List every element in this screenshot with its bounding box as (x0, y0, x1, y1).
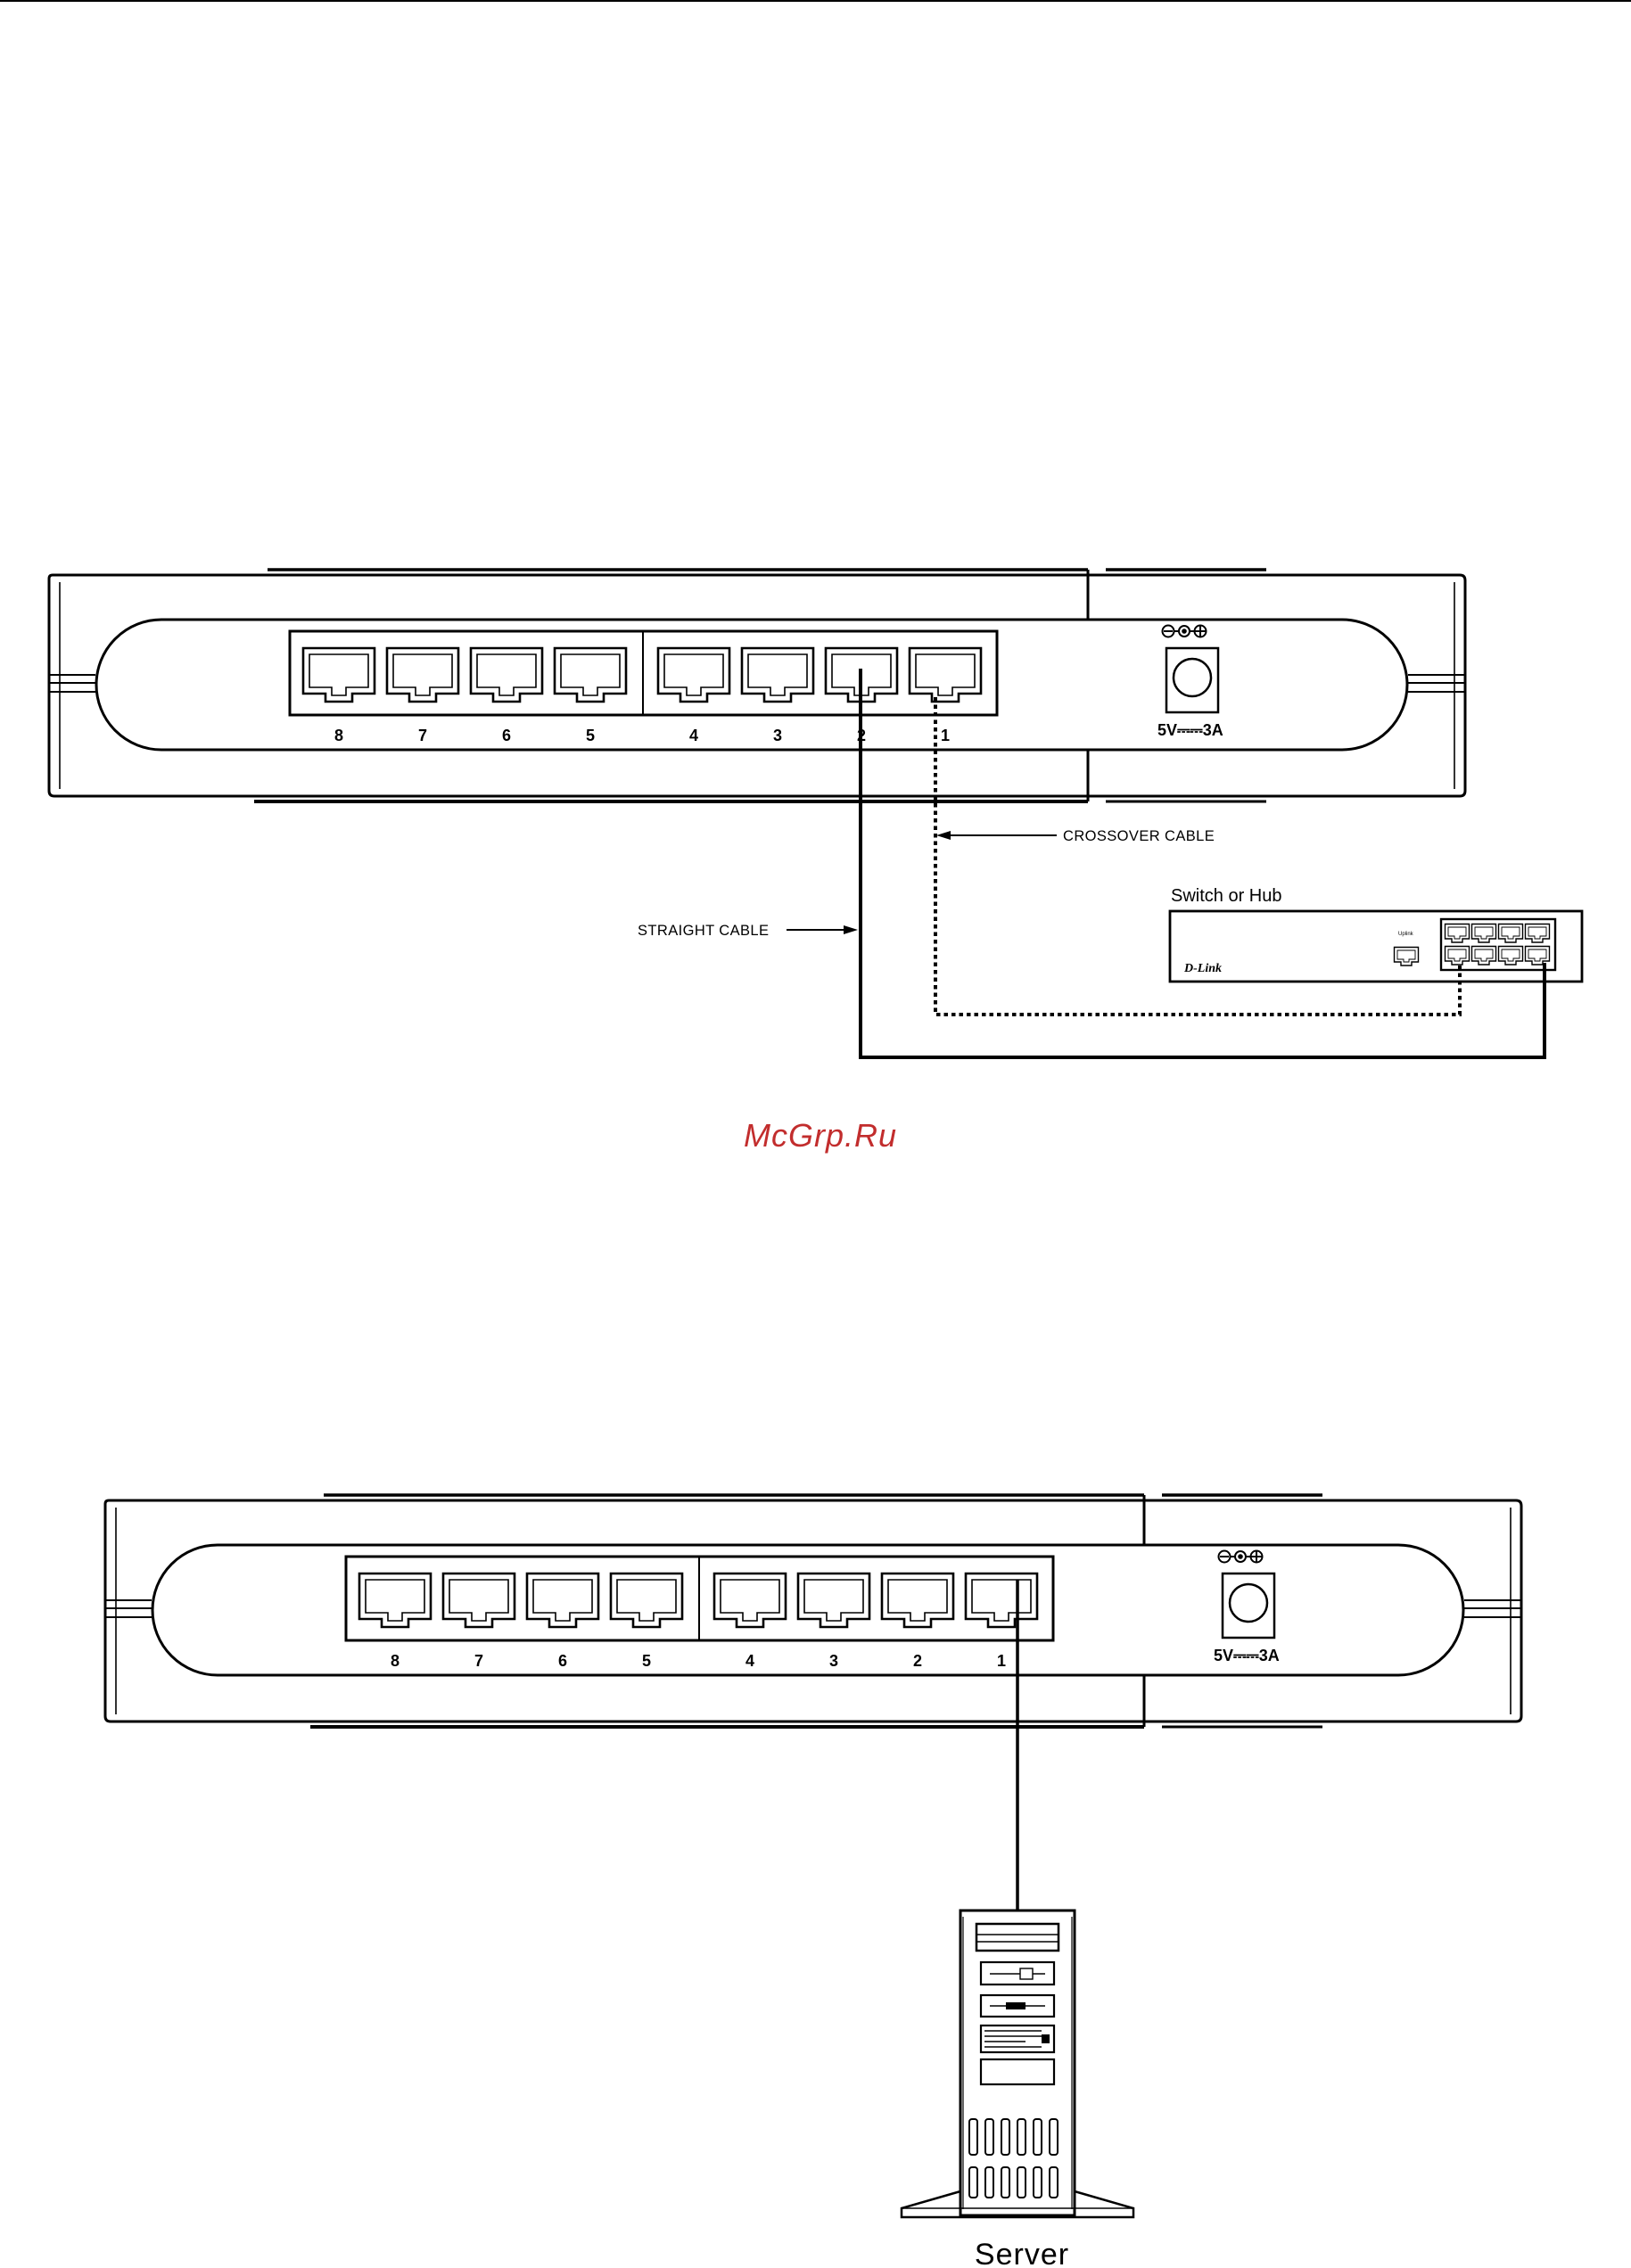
port-label-1: 1 (997, 1652, 1006, 1670)
hub-uplink-label: Uplink (1398, 932, 1414, 937)
rj45-port-icon (49, 570, 1465, 801)
crossover-cable-label: CROSSOVER CABLE (1063, 828, 1215, 844)
hub-brand: D-Link (1183, 962, 1222, 975)
switch-front-panel-2: 8 7 6 5 4 3 2 1 5V⎓⎓3A (105, 1495, 1521, 1727)
crossover-arrow-icon (936, 831, 1057, 840)
port-label-1: 1 (941, 727, 950, 744)
straight-arrow-icon (787, 925, 858, 934)
diagram-2: 8 7 6 5 4 3 2 1 5V⎓⎓3A (105, 1495, 1521, 2268)
straight-cable-label: STRAIGHT CABLE (638, 923, 769, 939)
port-label-6: 6 (502, 727, 511, 744)
port-label-3: 3 (829, 1652, 838, 1670)
port-label-4: 4 (745, 1652, 754, 1670)
watermark: McGrp.Ru (744, 1117, 897, 1154)
hub-uplink-port-icon (1395, 948, 1419, 966)
hub-title: Switch or Hub (1171, 886, 1282, 906)
server-label: Server (975, 2238, 1069, 2268)
port-label-5: 5 (586, 727, 595, 744)
port-label-7: 7 (474, 1652, 483, 1670)
port-label-6: 6 (558, 1652, 567, 1670)
port-label-3: 3 (773, 727, 782, 744)
port-label-7: 7 (418, 727, 427, 744)
port-label-4: 4 (689, 727, 698, 744)
power-rating: 5V⎓⎓3A (1157, 721, 1223, 739)
switch-front-panel: 8 7 6 5 4 3 2 1 5V⎓⎓3A (49, 570, 1465, 801)
power-rating: 5V⎓⎓3A (1214, 1647, 1280, 1664)
diagram-1: 8 7 6 5 4 3 2 1 5V⎓⎓3A CROSSOVER CABLE S… (49, 570, 1582, 1057)
port-label-8: 8 (334, 727, 343, 744)
switch-or-hub: D-Link Uplink (1170, 911, 1582, 982)
server-tower-icon (902, 1911, 1133, 2217)
port-label-5: 5 (642, 1652, 651, 1670)
port-label-2: 2 (913, 1652, 922, 1670)
port-label-8: 8 (391, 1652, 400, 1670)
